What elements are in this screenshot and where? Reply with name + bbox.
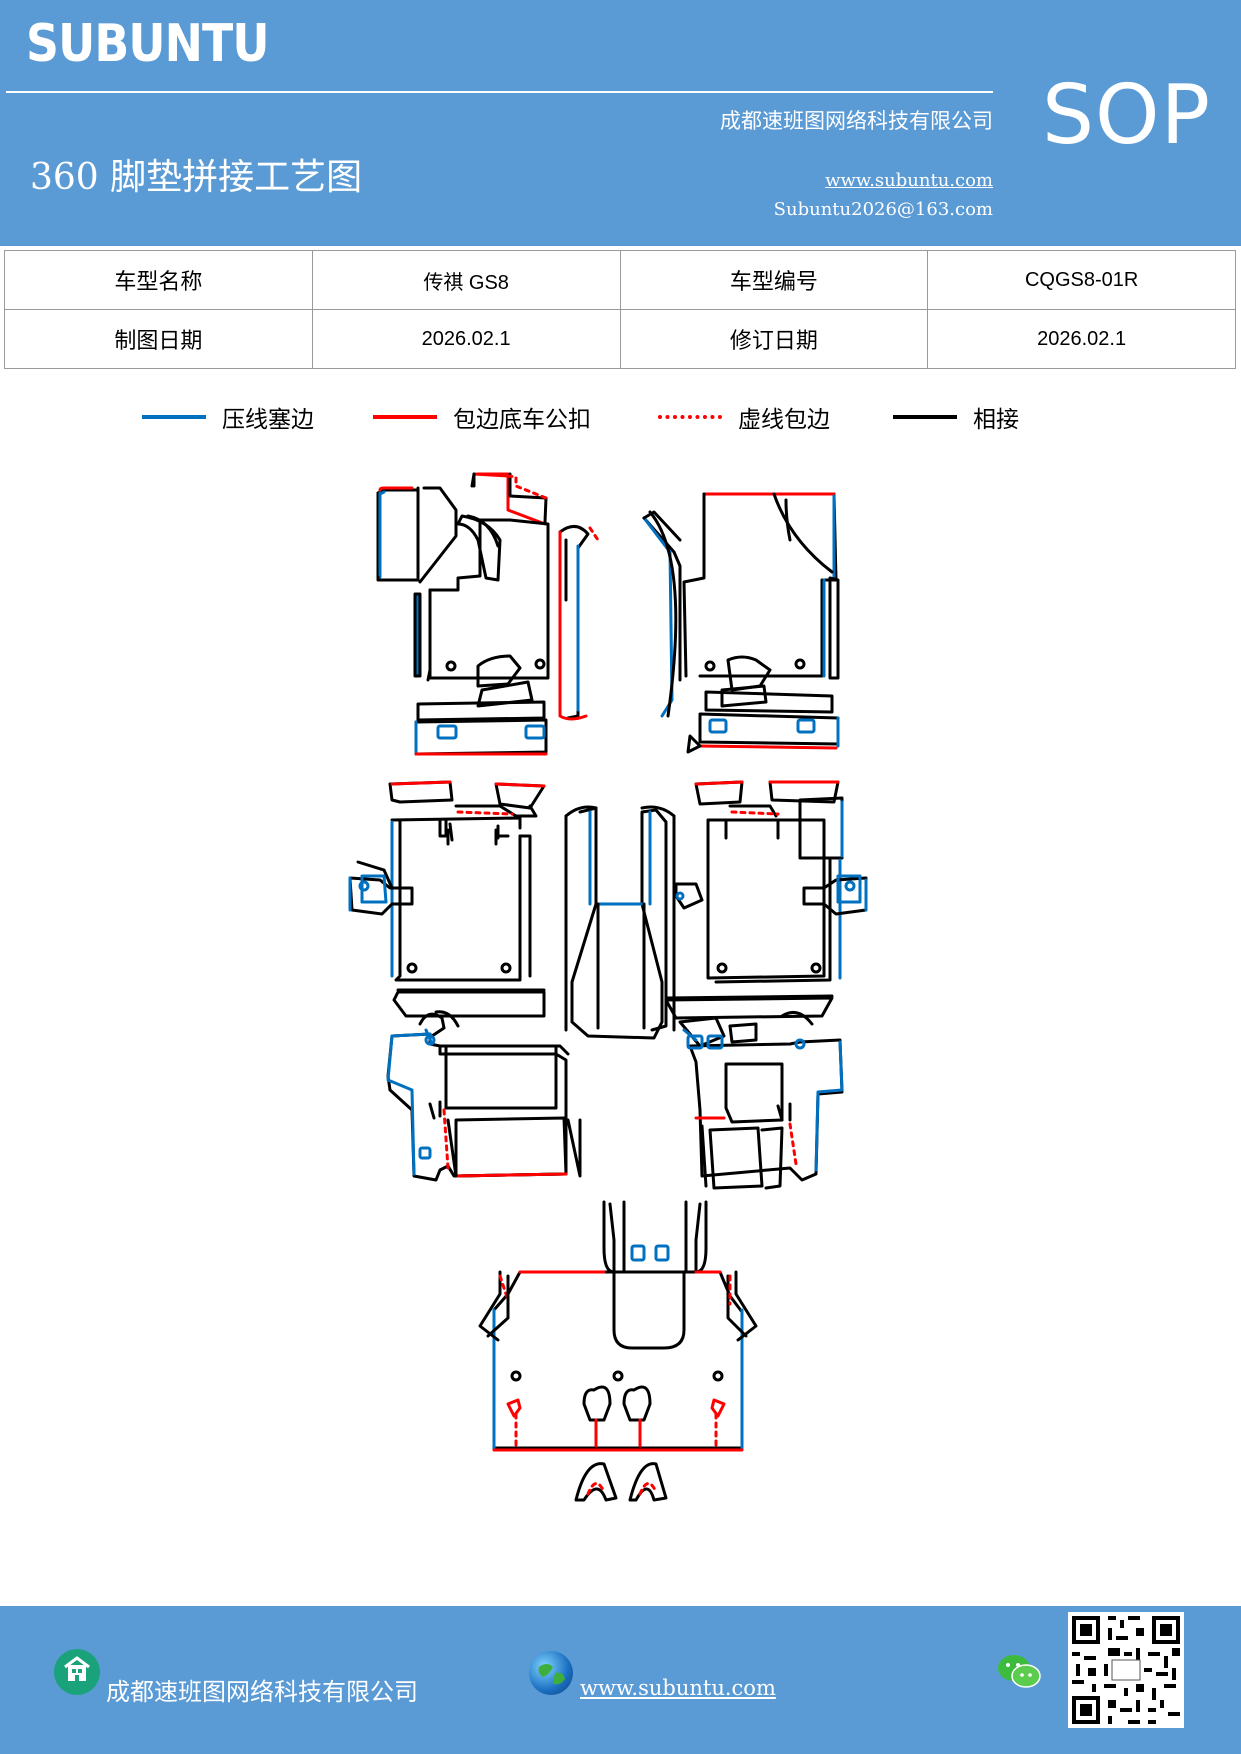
company-name: 成都速班图网络科技有限公司 <box>720 109 993 133</box>
blue-line-swatch <box>142 415 206 419</box>
website-link[interactable]: www.subuntu.com <box>825 170 993 191</box>
label-draw-date: 制图日期 <box>4 309 313 369</box>
email-text: Subuntu2026@163.com <box>773 199 993 220</box>
home-icon <box>54 1649 100 1695</box>
header-divider <box>6 91 993 93</box>
legend-item: 包边底车公扣 <box>373 400 591 434</box>
rear-trunk-mat <box>478 1200 758 1502</box>
legend-label: 压线塞边 <box>222 407 314 433</box>
page-title: 360 脚垫拼接工艺图 <box>30 157 363 198</box>
label-model-name: 车型名称 <box>4 250 313 310</box>
header-banner: SUBUNTU 成都速班图网络科技有限公司 360 脚垫拼接工艺图 www.su… <box>0 0 1241 246</box>
label-model-code: 车型编号 <box>619 250 929 310</box>
second-row-right-mat <box>664 780 868 1020</box>
legend-item: 相接 <box>893 400 1019 434</box>
vehicle-info-table: 车型名称 传祺 GS8 车型编号 CQGS8-01R 制图日期 2026.02.… <box>4 250 1236 369</box>
black-line-swatch <box>893 415 957 419</box>
footer-company: 成都速班图网络科技有限公司 <box>106 1678 418 1706</box>
legend-label: 虚线包边 <box>738 407 830 433</box>
qr-code[interactable] <box>1068 1612 1184 1728</box>
second-row-center-mat <box>564 805 676 1040</box>
footer-banner: 成都速班图网络科技有限公司 www.subuntu.com <box>0 1606 1241 1754</box>
value-revise-date: 2026.02.1 <box>927 309 1236 369</box>
legend-item: 压线塞边 <box>142 400 314 434</box>
third-row-right-mat <box>678 1010 844 1190</box>
red-dotted-swatch <box>658 415 722 419</box>
line-legend: 压线塞边 包边底车公扣 虚线包边 相接 <box>0 400 1241 440</box>
wechat-icon <box>996 1652 1042 1692</box>
value-draw-date: 2026.02.1 <box>311 309 621 369</box>
footer-website-link[interactable]: www.subuntu.com <box>580 1676 776 1700</box>
front-left-mat <box>376 472 600 756</box>
brand-logo: SUBUNTU <box>26 14 270 74</box>
sop-badge: SOP <box>1042 68 1212 163</box>
third-row-left-mat <box>386 1010 582 1182</box>
label-revise-date: 修订日期 <box>619 309 929 369</box>
globe-icon <box>529 1651 573 1695</box>
value-model-code: CQGS8-01R <box>927 250 1236 310</box>
red-line-swatch <box>373 415 437 419</box>
legend-label: 包边底车公扣 <box>453 407 591 433</box>
second-row-left-mat <box>348 780 546 1018</box>
value-model-name: 传祺 GS8 <box>311 250 621 310</box>
legend-item: 虚线包边 <box>658 400 830 434</box>
table-row: 车型名称 传祺 GS8 车型编号 CQGS8-01R <box>4 250 1236 310</box>
legend-label: 相接 <box>973 407 1019 433</box>
table-row: 制图日期 2026.02.1 修订日期 2026.02.1 <box>4 309 1236 369</box>
front-right-mat <box>642 492 840 754</box>
